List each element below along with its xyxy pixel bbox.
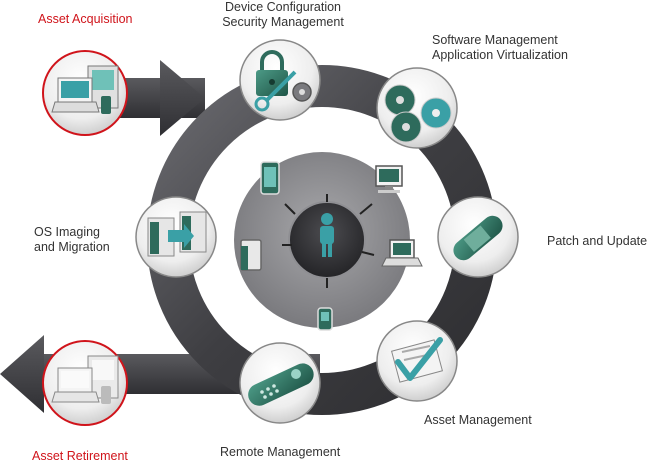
os-imaging-line-2: and Migration xyxy=(34,240,110,254)
asset-acquisition-node xyxy=(42,50,128,136)
mobile-phone-icon xyxy=(317,307,333,331)
os-imaging-node xyxy=(135,196,217,278)
smartphone-icon xyxy=(260,161,280,195)
software-management-label: Software Management Application Virtuali… xyxy=(432,33,568,63)
desktop-laptop-phone-icon xyxy=(51,65,119,114)
device-configuration-node xyxy=(239,39,321,121)
server-tower-icon xyxy=(240,239,262,271)
asset-retirement-label: Asset Retirement xyxy=(32,449,128,463)
checklist-clipboard-icon xyxy=(390,337,444,383)
cd-discs-icon xyxy=(384,84,452,143)
laptop-icon xyxy=(381,239,423,267)
software-box-transfer-icon xyxy=(147,211,207,257)
os-imaging-line-1: OS Imaging xyxy=(34,225,101,239)
desktop-laptop-phone-icon xyxy=(51,355,119,404)
software-management-line-2: Application Virtualization xyxy=(432,48,568,62)
software-management-node xyxy=(376,67,458,149)
remote-control-icon xyxy=(248,363,314,406)
remote-management-node xyxy=(239,342,321,424)
asset-management-label: Asset Management xyxy=(424,413,532,427)
asset-management-node xyxy=(376,320,458,402)
patch-update-node xyxy=(437,196,519,278)
center-endpoints xyxy=(234,152,423,331)
patch-update-label: Patch and Update xyxy=(547,234,648,248)
os-imaging-label: OS Imaging and Migration xyxy=(34,225,110,255)
remote-management-label: Remote Management xyxy=(220,445,341,459)
bandage-icon xyxy=(453,215,503,261)
lock-key-gear-icon xyxy=(254,50,312,112)
user-icon xyxy=(320,213,334,257)
device-configuration-line-1: Device Configuration xyxy=(224,0,342,14)
asset-acquisition-label: Asset Acquisition xyxy=(38,12,133,26)
asset-retirement-node xyxy=(42,340,128,426)
device-configuration-label: Device Configuration Security Management xyxy=(200,0,366,30)
desktop-icon xyxy=(375,165,403,193)
software-management-line-1: Software Management xyxy=(432,33,558,47)
device-configuration-line-2: Security Management xyxy=(222,15,344,29)
